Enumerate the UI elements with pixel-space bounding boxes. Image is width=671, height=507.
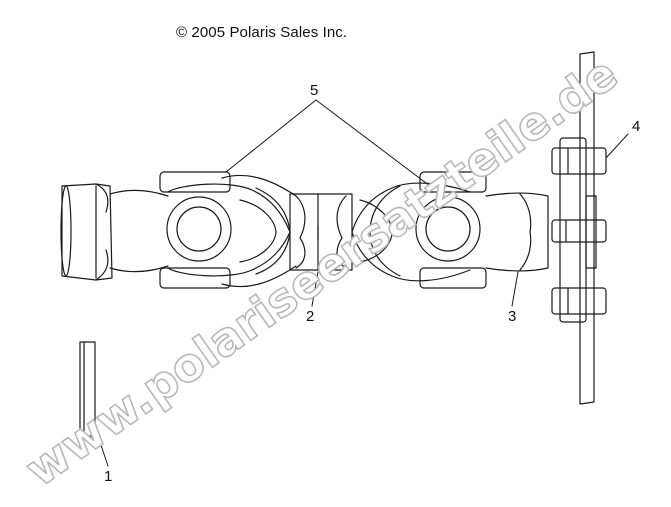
- callout-4: 4: [632, 118, 641, 135]
- callout-1: 1: [104, 468, 113, 485]
- leader-lines: [97, 99, 629, 467]
- callout-2: 2: [306, 308, 315, 325]
- right-yoke: [351, 171, 487, 289]
- part-1-shim: [79, 341, 101, 437]
- part-3-flange-yoke: [485, 192, 549, 272]
- slip-yoke-tube: [60, 183, 169, 281]
- part-2-center-tube: [289, 193, 353, 271]
- callout-5: 5: [310, 82, 319, 99]
- copyright-notice: © 2005 Polaris Sales Inc.: [176, 24, 348, 41]
- left-yoke: [159, 171, 297, 289]
- flange-plate: [559, 51, 597, 405]
- callout-3: 3: [508, 308, 517, 325]
- flange-bolts: [551, 147, 607, 315]
